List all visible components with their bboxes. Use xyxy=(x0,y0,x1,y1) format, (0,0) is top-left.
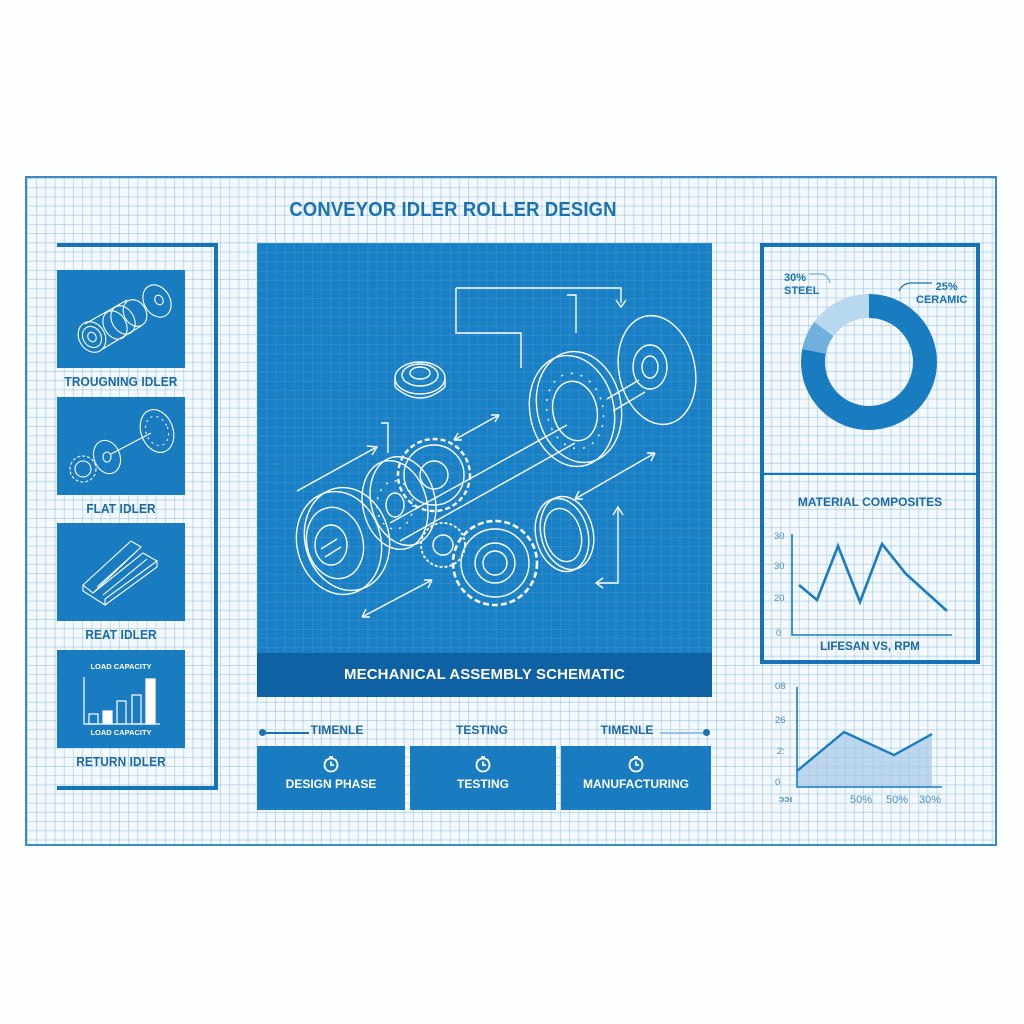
timeline-header-1: TIMENLE xyxy=(310,723,364,737)
page-title: CONVEYOR IDLER ROLLER DESIGN xyxy=(289,199,617,221)
steel-label: STEEL xyxy=(784,285,820,297)
phase-manufacturing[interactable]: MANUFACTURING xyxy=(561,746,711,810)
material-donut-panel: 30% STEEL 25% CERAMIC xyxy=(760,243,980,475)
y-tick-top: 08 xyxy=(775,681,786,692)
load-capacity-xlabel: LOAD CAPACITY xyxy=(90,728,152,737)
timeline-end-dot xyxy=(703,729,710,736)
y-tick-mid: 20 xyxy=(774,593,785,604)
roller-cylinder-icon xyxy=(57,270,185,368)
idler-card-return[interactable]: LOAD CAPACITY LOAD CAPACITY RETURN IDLER xyxy=(57,650,185,769)
assembly-schematic[interactable]: MECHANICAL ASSEMBLY SCHEMATIC xyxy=(257,243,712,697)
idler-types-panel: TROUGNING IDLER FLAT IDLER xyxy=(57,243,218,790)
load-capacity-title: LOAD CAPACITY xyxy=(90,662,152,671)
phase-testing[interactable]: TESTING xyxy=(410,746,556,810)
bar-chart-icon: LOAD CAPACITY LOAD CAPACITY xyxy=(57,650,185,748)
x-tick-4: 30% xyxy=(919,794,942,806)
schematic-caption: MECHANICAL ASSEMBLY SCHEMATIC xyxy=(257,653,712,697)
stopwatch-icon xyxy=(323,756,339,773)
project-timeline: TIMENLE TESTING TIMENLE DESIGN PHASE TES… xyxy=(257,723,712,813)
line-chart xyxy=(791,534,952,636)
y-tick-upper: 26 xyxy=(775,715,786,726)
timeline-header-3: TIMENLE xyxy=(600,723,654,737)
ceramic-percent: 25% xyxy=(935,281,958,293)
steel-percent: 30% xyxy=(784,272,807,284)
line-chart-xlabel: LIFESAN VS, RPM xyxy=(820,641,920,653)
x-tick-2: 50% xyxy=(850,794,873,806)
area-chart xyxy=(796,687,942,788)
x-tick-3: 50% xyxy=(886,794,909,806)
frame-bracket-icon xyxy=(57,523,185,621)
phase-design[interactable]: DESIGN PHASE xyxy=(257,746,405,810)
timeline-start-dot xyxy=(259,729,266,736)
idler-label: TROUGNING IDLER xyxy=(64,375,178,389)
y-tick-mid: 2: xyxy=(777,746,785,757)
steel-annotation: 30% STEEL xyxy=(784,272,819,298)
gear-shaft-icon xyxy=(57,397,185,495)
idler-label: REAT IDLER xyxy=(85,628,157,642)
ceramic-annotation: 25% CERAMIC xyxy=(916,281,967,307)
area-chart-panel: 08 26 2: 0 ɔɔı 50% 50% 30% xyxy=(767,673,977,813)
line-chart-title: MATERIAL COMPOSITES xyxy=(797,495,943,509)
idler-card-flat[interactable]: FLAT IDLER xyxy=(57,397,185,516)
phase-label: MANUFACTURING xyxy=(583,777,689,791)
idler-card-troughing[interactable]: TROUGNING IDLER xyxy=(57,270,185,389)
idler-card-reat[interactable]: REAT IDLER xyxy=(57,523,185,642)
idler-label: FLAT IDLER xyxy=(86,502,156,516)
idler-label: RETURN IDLER xyxy=(76,755,166,769)
ceramic-label: CERAMIC xyxy=(916,294,968,306)
timeline-line-right xyxy=(660,732,704,734)
x-tick-1: ɔɔı xyxy=(779,794,793,805)
blueprint-frame: CONVEYOR IDLER ROLLER DESIGN TROUGNING I… xyxy=(25,176,997,846)
timeline-header-2: TESTING xyxy=(455,723,508,737)
timeline-line-left xyxy=(263,732,309,734)
exploded-assembly-diagram-icon xyxy=(295,287,697,618)
y-tick-upper: 30 xyxy=(774,561,785,572)
material-composites-panel: MATERIAL COMPOSITES 30 30 20 0 LIFESAN V… xyxy=(760,473,980,664)
y-tick-zero: 0 xyxy=(776,628,782,639)
donut-chart xyxy=(801,273,937,430)
phase-label: DESIGN PHASE xyxy=(285,777,377,791)
y-tick-top: 30 xyxy=(774,531,785,542)
phase-label: TESTING xyxy=(456,777,509,791)
stopwatch-icon xyxy=(628,756,644,773)
stopwatch-icon xyxy=(475,756,491,773)
y-tick-zero: 0 xyxy=(775,777,781,788)
